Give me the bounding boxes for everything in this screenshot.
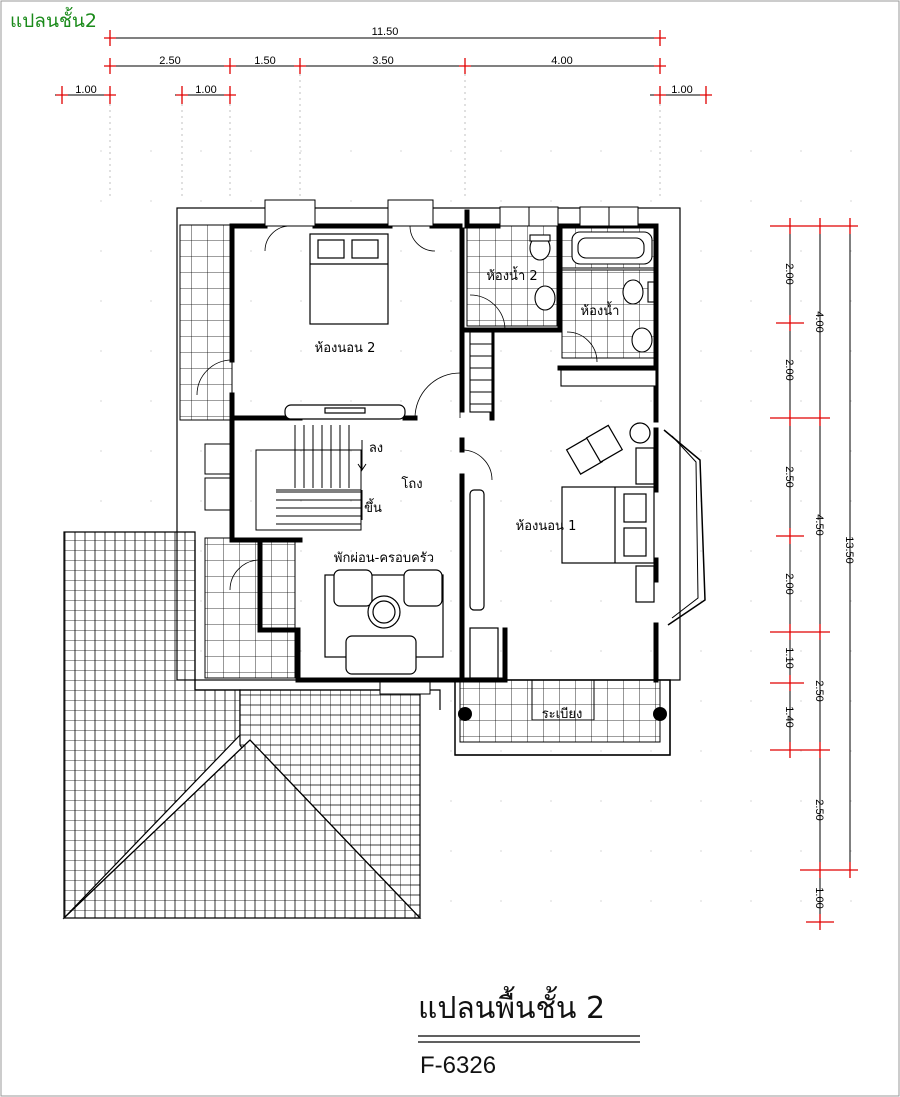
room-label-bedroom-1: ห้องนอน 1 xyxy=(516,519,577,534)
right-dimension-labels: 2.00 2.00 2.50 2.00 1.10 1.40 4.00 4.50 … xyxy=(783,263,855,908)
walls xyxy=(229,209,659,683)
bay-window xyxy=(663,429,706,626)
bed-2 xyxy=(284,233,406,420)
wardrobe xyxy=(469,331,493,413)
dim-top-offset-1: 1.00 xyxy=(75,84,96,96)
balcony-post-right xyxy=(653,707,667,721)
dim-right-inner-4: 2.00 xyxy=(783,573,795,594)
balcony-window xyxy=(531,679,595,721)
right-dimensions xyxy=(770,218,858,930)
dim-top-seg-4: 4.00 xyxy=(551,55,572,67)
dim-right-inner-1: 2.00 xyxy=(783,263,795,284)
dim-top-seg-1: 2.50 xyxy=(159,55,180,67)
dim-right-inner-5: 1.10 xyxy=(783,647,795,668)
dim-top-offset-3: 1.00 xyxy=(671,84,692,96)
dim-top-offset-2: 1.00 xyxy=(195,84,216,96)
room-label-family: พักผ่อน-ครอบครัว xyxy=(334,551,434,566)
top-dimensions xyxy=(55,30,712,200)
room-label-bedroom-2: ห้องนอน 2 xyxy=(315,341,376,356)
staircase xyxy=(255,425,367,531)
stair-label-up: ขึ้น xyxy=(364,498,382,516)
dim-right-inner-2: 2.00 xyxy=(783,359,795,380)
dim-right-outer-2: 4.50 xyxy=(813,514,825,535)
dim-top-seg-2: 1.50 xyxy=(254,55,275,67)
dim-right-outer-1: 4.00 xyxy=(813,311,825,332)
dim-right-overall: 13.50 xyxy=(843,536,855,564)
roof xyxy=(62,531,422,920)
dim-right-inner-3: 2.50 xyxy=(783,466,795,487)
balcony-post-left xyxy=(458,707,472,721)
plan-title: แปลนพื้นชั้น 2 xyxy=(418,986,605,1026)
room-label-balcony: ระเบียง xyxy=(542,706,583,722)
bed-1 xyxy=(469,422,655,679)
dim-right-outer-3: 2.50 xyxy=(813,680,825,701)
family-seating xyxy=(324,569,444,675)
plan-code: F-6326 xyxy=(420,1052,496,1079)
dim-right-bottom-offset: 1.00 xyxy=(813,887,825,908)
dim-top-overall: 11.50 xyxy=(372,26,399,38)
room-label-bathroom-2: ห้องน้ำ 2 xyxy=(486,266,537,284)
dim-right-inner-6: 1.40 xyxy=(783,706,795,727)
room-label-bathroom: ห้องน้ำ xyxy=(581,301,620,319)
bath-fixtures xyxy=(529,231,657,387)
dim-top-seg-3: 3.50 xyxy=(372,55,393,67)
dim-right-outer-4: 2.50 xyxy=(813,799,825,820)
windows-top xyxy=(204,199,639,511)
stair-label-down: ลง xyxy=(369,441,383,456)
plan-corner-label: แปลนชั้น2 xyxy=(10,10,97,32)
door-swings xyxy=(196,225,598,591)
room-label-hall: โถง xyxy=(401,476,422,492)
balcony-door xyxy=(379,681,431,695)
